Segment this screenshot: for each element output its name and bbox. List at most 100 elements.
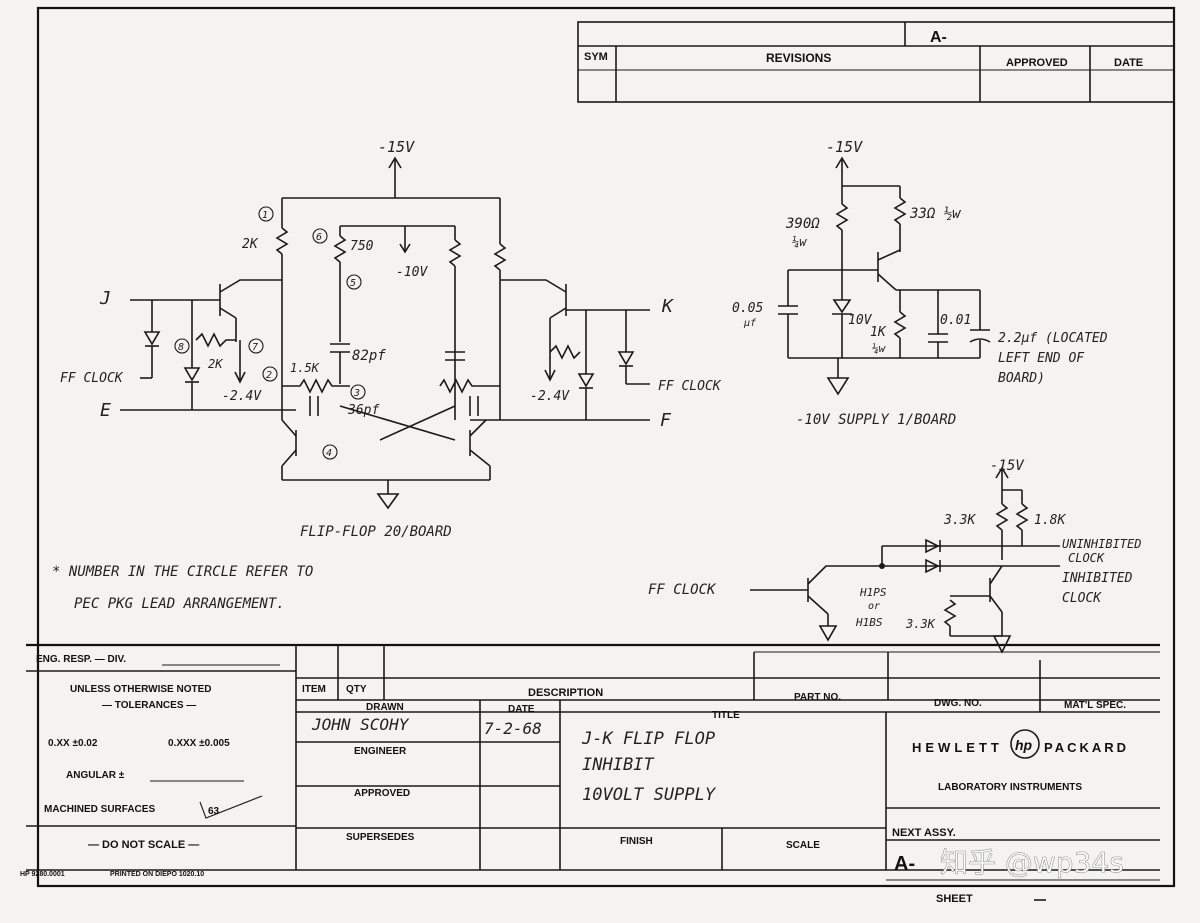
qty-label: QTY — [346, 684, 367, 695]
drawing-frame — [36, 6, 1176, 888]
r-1-8k-label: 1.8K — [1034, 513, 1066, 528]
r-3-3k-b-label: 3.3K — [905, 617, 936, 631]
matl-spec-label: MAT'L SPEC. — [1064, 700, 1126, 711]
c-36pf-label: 36pf — [347, 403, 379, 418]
tol-xxx-label: 0.XXX ±0.005 — [168, 738, 230, 749]
pin-5-label: 5 — [350, 278, 356, 289]
engineer-label: ENGINEER — [354, 746, 407, 757]
machined-label: MACHINED SURFACES — [44, 804, 155, 815]
hp-logo-text: hp — [1015, 737, 1033, 753]
inhibited-line1: INHIBITED — [1062, 571, 1133, 586]
eng-resp-label: ENG. RESP. — DIV. — [36, 654, 126, 665]
revision-date-label: DATE — [1114, 57, 1143, 69]
hp-logo — [1010, 729, 1040, 759]
revisions-block: A- SYM REVISIONS APPROVED DATE — [577, 21, 1175, 103]
unless-noted-label: UNLESS OTHERWISE NOTED — [70, 684, 212, 695]
r-390-w-label: ¼w — [792, 235, 807, 249]
v-neg10-label: -10V — [396, 265, 428, 280]
c-005-unit-label: µf — [743, 318, 757, 329]
tolerances-label: — TOLERANCES — — [102, 700, 196, 711]
r-1-5k-label: 1.5K — [290, 361, 320, 375]
c-22-line2: LEFT END OF — [998, 351, 1085, 366]
ff-supply-label: -15V — [378, 138, 415, 156]
item-label: ITEM — [302, 684, 326, 695]
title-label: TITLE — [712, 710, 740, 721]
drawn-label: DRAWN — [366, 702, 404, 713]
supply10-caption: -10V SUPPLY 1/BOARD — [796, 412, 956, 428]
v-neg2-4-left-label: -2.4V — [222, 389, 262, 404]
input-e-label: E — [100, 400, 111, 421]
r-1k-w-label: ¼w — [872, 342, 887, 355]
title-line2: INHIBIT — [582, 755, 655, 775]
pin-3-label: 3 — [353, 388, 360, 399]
note-line2: PEC PKG LEAD ARRANGEMENT. — [74, 596, 285, 612]
pin-7-label: 7 — [252, 342, 258, 353]
inhibit-ff-clock-label: FF CLOCK — [648, 582, 717, 598]
drawn-by-value: JOHN SCOHY — [311, 715, 410, 734]
uninhibited-line2: CLOCK — [1068, 551, 1105, 565]
uninhibited-line1: UNINHIBITED — [1062, 537, 1141, 551]
h1bs-label: H1BS — [855, 616, 883, 629]
sym-label: SYM — [584, 51, 608, 63]
inhibit-schematic: -15V 3.3K 1.8K UNINHIBITED CLOCK INHIBIT… — [648, 458, 1141, 654]
supersedes-label: SUPERSEDES — [346, 832, 415, 843]
pin-1-label: 1 — [262, 210, 268, 221]
supply-10v-schematic: -15V 390Ω ¼w 33Ω ½w 10V 0.05 µf 1K ¼w — [732, 138, 1108, 428]
watermark-text: 知乎 @wp34s — [940, 846, 1124, 879]
machined-value: 63 — [208, 806, 220, 817]
zener-label: 10V — [848, 313, 873, 328]
r-390-label: 390Ω — [785, 216, 820, 232]
or-label: or — [868, 601, 880, 612]
pin-4-label: 4 — [326, 448, 332, 459]
title-line1: J-K FLIP FLOP — [581, 729, 715, 749]
company-left-text: HEWLETT — [912, 740, 1003, 755]
pin-2-label: 2 — [266, 370, 272, 381]
r-1k-label: 1K — [870, 325, 887, 340]
ff-clock-right-label: FF CLOCK — [658, 379, 722, 394]
next-assy-label: NEXT ASSY. — [892, 827, 956, 839]
do-not-scale-label: — DO NOT SCALE — — [88, 839, 199, 851]
approved-label: APPROVED — [1006, 57, 1068, 69]
approved-block-label: APPROVED — [354, 788, 410, 799]
c-82pf-label: 82pf — [352, 348, 386, 364]
next-assy-size-code: A- — [894, 853, 915, 875]
output-k-label: K — [661, 296, 674, 317]
c-005-label: 0.05 — [732, 301, 763, 316]
r-2k-label: 2K — [242, 237, 259, 252]
inhibit-supply-label: -15V — [990, 458, 1025, 474]
v-neg2-4-right-label: -2.4V — [530, 389, 570, 404]
finish-label: FINISH — [620, 836, 653, 847]
revisions-label: REVISIONS — [766, 51, 831, 65]
description-label: DESCRIPTION — [528, 687, 603, 699]
title-line3: 10VOLT SUPPLY — [582, 785, 717, 805]
angular-label: ANGULAR ± — [66, 770, 125, 781]
ff-clock-left-label: FF CLOCK — [60, 371, 124, 386]
c-22-line1: 2.2µf (LOCATED — [998, 331, 1108, 346]
input-j-label: J — [99, 288, 111, 309]
c-001-label: 0.01 — [940, 313, 971, 328]
drawn-date-value: 7-2-68 — [484, 719, 542, 738]
pin-8-label: 8 — [178, 342, 184, 353]
h1ps-label: H1PS — [859, 586, 887, 599]
tol-xx-label: 0.XX ±0.02 — [48, 738, 98, 749]
flip-flop-schematic: -15V 2K 750 -10V 82pf 1.5K — [60, 138, 722, 540]
title-block: ENG. RESP. — DIV. UNLESS OTHERWISE NOTED… — [20, 645, 1160, 905]
supply10-label: -15V — [826, 138, 863, 156]
r-33-label: 33Ω ½w — [909, 206, 961, 222]
lab-instruments-label: LABORATORY INSTRUMENTS — [938, 782, 1082, 793]
r-3-3k-a-label: 3.3K — [943, 513, 976, 528]
dwg-no-label: DWG. NO. — [934, 698, 982, 709]
company-right-text: PACKARD — [1044, 740, 1129, 755]
part-no-label: PART NO. — [794, 692, 841, 703]
form-number: HP 9280.0001 — [20, 871, 65, 878]
c-22-line3: BOARD) — [998, 371, 1045, 386]
inhibited-line2: CLOCK — [1062, 591, 1102, 606]
note-line1: * NUMBER IN THE CIRCLE REFER TO — [52, 564, 313, 580]
printed-on-text: PRINTED ON DIEPO 1020.10 — [110, 871, 204, 878]
date-label: DATE — [508, 704, 535, 715]
sheet-label: SHEET — [936, 893, 973, 905]
revision-size-code: A- — [930, 29, 947, 46]
r-2k-b-label: 2K — [208, 357, 223, 371]
scale-label: SCALE — [786, 840, 820, 851]
pin-6-label: 6 — [316, 232, 322, 243]
